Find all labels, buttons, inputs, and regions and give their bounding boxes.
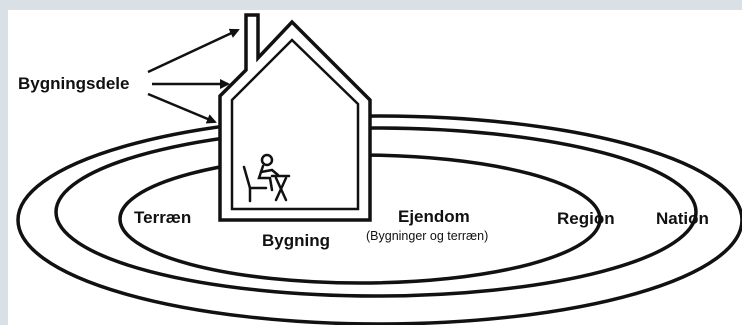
bygningsdele-arrows [147,28,240,124]
diagram-canvas: Bygningsdele Terræn Bygning Ejendom (Byg… [8,10,742,325]
ejendom-label: Ejendom [398,207,470,226]
nation-ellipse [16,114,742,325]
house-icon [218,13,372,222]
terraen-label: Terræn [134,208,192,227]
nation-label: Nation [656,209,709,228]
person-at-desk-icon [242,153,291,203]
ejendom-sublabel: (Bygninger og terræn) [366,229,489,243]
region-ellipse [54,126,698,298]
bygning-label: Bygning [262,231,330,250]
arrow-to-chimney [147,28,240,74]
scale-diagram [16,13,742,325]
arrow-to-roof [147,92,217,124]
region-label: Region [557,209,615,228]
bygningsdele-label: Bygningsdele [18,74,130,93]
